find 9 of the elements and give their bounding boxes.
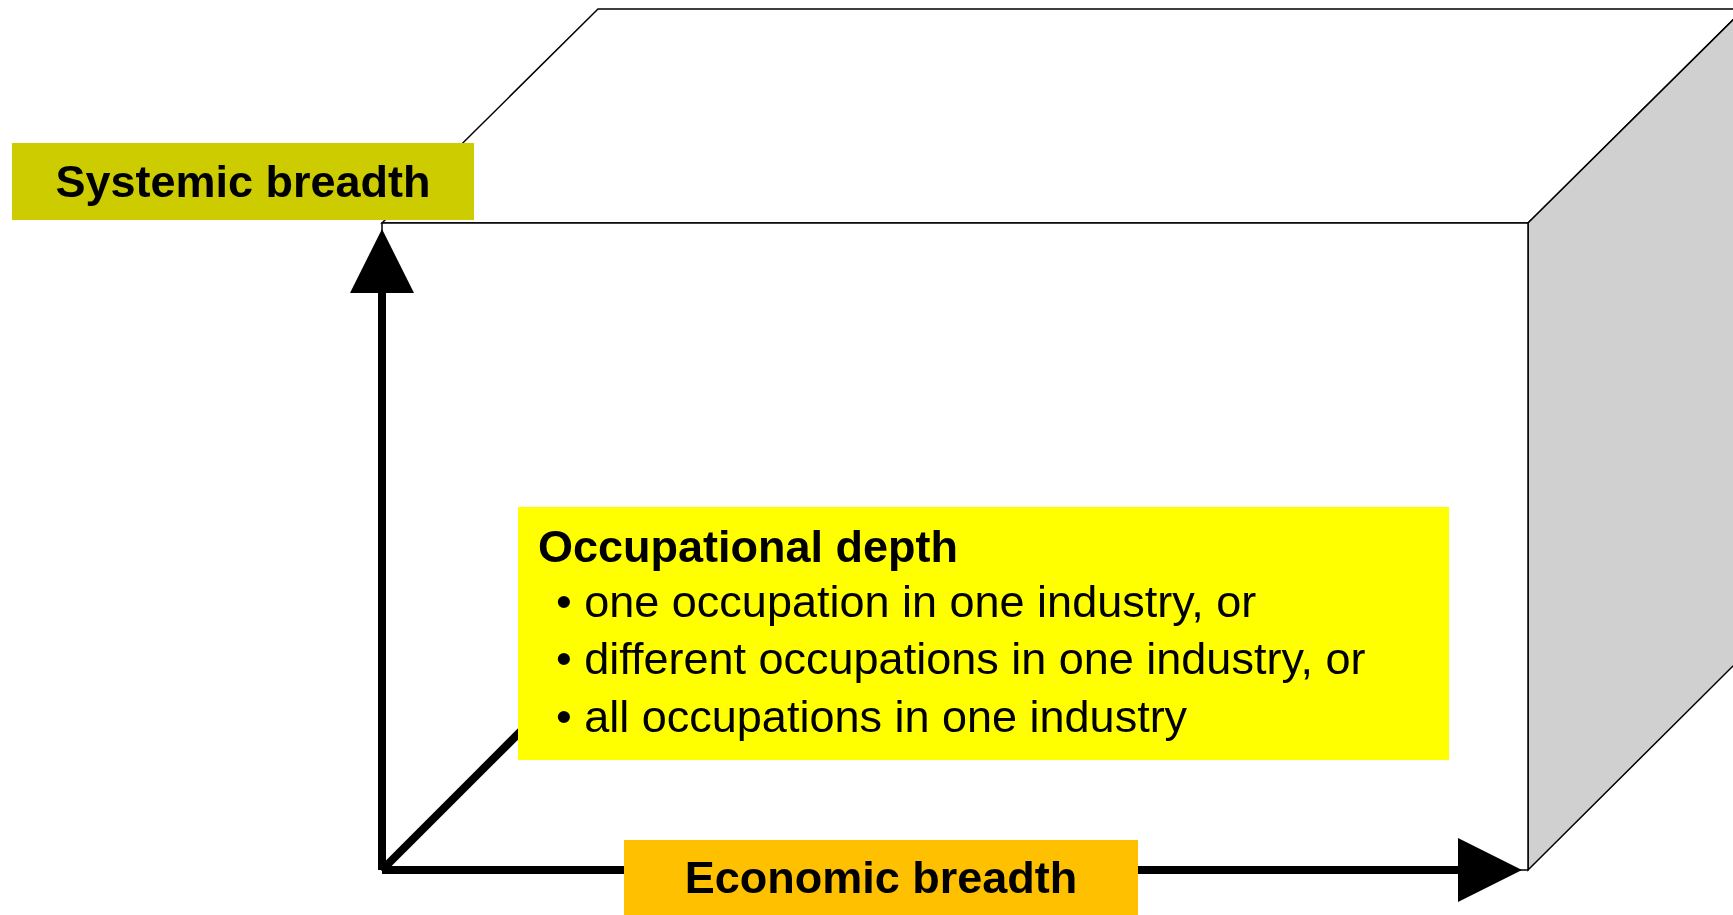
axis-label bbox=[624, 840, 1138, 915]
bullet-item: • all occupations in one industry bbox=[556, 689, 1189, 744]
bullet-item: • one occupation in one industry, or bbox=[556, 574, 1258, 629]
axis-label bbox=[12, 143, 474, 220]
axis-label-text: Economic breadth bbox=[684, 851, 1078, 904]
axis-label-text: Systemic breadth bbox=[55, 155, 431, 208]
description-box bbox=[518, 507, 1449, 760]
box-heading: Occupational depth bbox=[538, 521, 959, 573]
bullet-item: • different occupations in one industry, or bbox=[556, 632, 1367, 687]
